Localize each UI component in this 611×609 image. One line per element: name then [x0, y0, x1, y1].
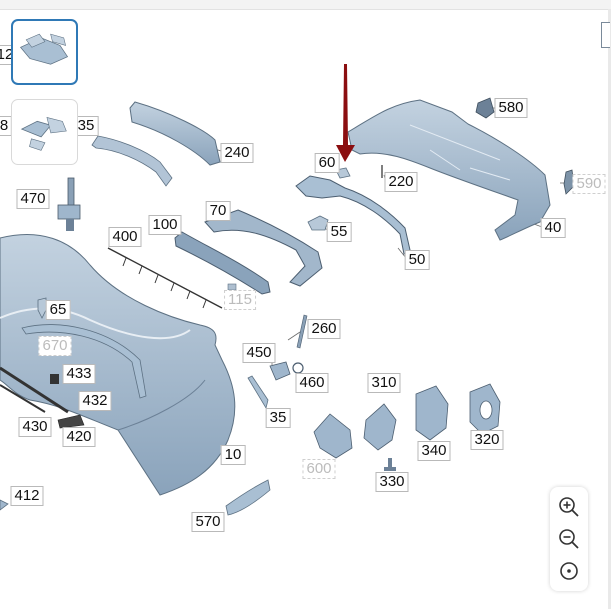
- thumbnail-view-1[interactable]: [11, 19, 78, 85]
- part-412-piece[interactable]: [0, 499, 9, 511]
- callout-label-340[interactable]: 340: [417, 441, 451, 461]
- callout-label-460[interactable]: 460: [295, 373, 329, 393]
- zoom-out-icon: [559, 529, 579, 549]
- callout-label-35a[interactable]: 35: [73, 116, 99, 136]
- part-600-bracket[interactable]: [313, 413, 353, 459]
- part-570-trim[interactable]: [225, 479, 271, 516]
- part-580-sensor[interactable]: [475, 97, 495, 119]
- callout-label-450[interactable]: 450: [242, 343, 276, 363]
- part-10-bumper-cover[interactable]: [0, 234, 236, 496]
- part-310-bracket[interactable]: [363, 403, 397, 451]
- part-400-line[interactable]: [107, 247, 223, 309]
- part-35-bracket-strip[interactable]: [91, 135, 173, 187]
- part-260-strip[interactable]: [296, 314, 308, 349]
- callout-label-570[interactable]: 570: [191, 512, 225, 532]
- top-toolbar-strip: [0, 0, 611, 10]
- callout-label-400[interactable]: 400: [108, 227, 142, 247]
- right-panel-handle[interactable]: [601, 22, 610, 48]
- callout-label-10[interactable]: 10: [220, 445, 246, 465]
- part-70-carrier[interactable]: [204, 209, 323, 287]
- target-icon: [560, 562, 578, 580]
- zoom-out-button[interactable]: [557, 527, 581, 551]
- callout-label-430[interactable]: 430: [18, 417, 52, 437]
- thumbnail-view-2[interactable]: [11, 99, 78, 165]
- callout-label-470[interactable]: 470: [16, 189, 50, 209]
- part-450-sensor[interactable]: [269, 361, 291, 381]
- zoom-in-button[interactable]: [557, 495, 581, 519]
- part-35-lower-strip[interactable]: [247, 375, 269, 410]
- part-65-clip[interactable]: [37, 297, 47, 319]
- callout-label-40[interactable]: 40: [540, 218, 566, 238]
- callout-label-100[interactable]: 100: [148, 215, 182, 235]
- part-340-housing[interactable]: [415, 385, 449, 441]
- callout-label-220[interactable]: 220: [384, 172, 418, 192]
- callout-label-55[interactable]: 55: [326, 222, 352, 242]
- zoom-in-icon: [559, 497, 579, 517]
- part-60-clip[interactable]: [335, 167, 351, 179]
- part-40-diffuser[interactable]: [347, 99, 551, 241]
- part-670-strip[interactable]: [21, 324, 147, 399]
- part-100-impact-bar[interactable]: [174, 231, 271, 295]
- callout-label-433[interactable]: 433: [62, 364, 96, 384]
- callout-label-70[interactable]: 70: [205, 201, 231, 221]
- part-590-plug[interactable]: [563, 169, 575, 195]
- callout-label-580[interactable]: 580: [494, 98, 528, 118]
- part-420-bracket[interactable]: [57, 414, 85, 429]
- part-55-clip[interactable]: [307, 215, 329, 231]
- callout-label-65[interactable]: 65: [45, 300, 71, 320]
- callout-label-60[interactable]: 60: [314, 153, 340, 173]
- part-460-ring[interactable]: [292, 362, 304, 374]
- assembly-thumbnail-1-icon: [19, 33, 69, 65]
- callout-label-330[interactable]: 330: [375, 472, 409, 492]
- part-40-ribs: [409, 124, 511, 181]
- callout-label-590[interactable]: 590: [572, 174, 606, 194]
- right-scroll-edge[interactable]: [608, 9, 611, 609]
- callout-label-412[interactable]: 412: [10, 486, 44, 506]
- callout-label-432[interactable]: 432: [78, 391, 112, 411]
- callout-label-260[interactable]: 260: [307, 319, 341, 339]
- callout-label-600[interactable]: 600: [302, 459, 336, 479]
- callout-label-420[interactable]: 420: [62, 427, 96, 447]
- assembly-thumbnail-2-icon: [20, 117, 67, 151]
- part-433-clip[interactable]: [50, 374, 59, 384]
- zoom-controls: [550, 487, 588, 591]
- part-470-sensor[interactable]: [57, 177, 81, 231]
- part-330-bolt[interactable]: [384, 458, 396, 471]
- callout-label-670[interactable]: 670: [38, 336, 72, 356]
- part-430-rod[interactable]: [0, 366, 69, 414]
- part-240-cover[interactable]: [129, 101, 221, 166]
- callout-label-310[interactable]: 310: [367, 373, 401, 393]
- callout-label-240[interactable]: 240: [220, 143, 254, 163]
- callout-label-115[interactable]: 115: [224, 290, 256, 310]
- indicator-arrow: [336, 64, 355, 162]
- callout-label-320[interactable]: 320: [470, 430, 504, 450]
- callout-label-50[interactable]: 50: [404, 250, 430, 270]
- callout-label-35b[interactable]: 35: [265, 408, 291, 428]
- reset-view-button[interactable]: [557, 559, 581, 583]
